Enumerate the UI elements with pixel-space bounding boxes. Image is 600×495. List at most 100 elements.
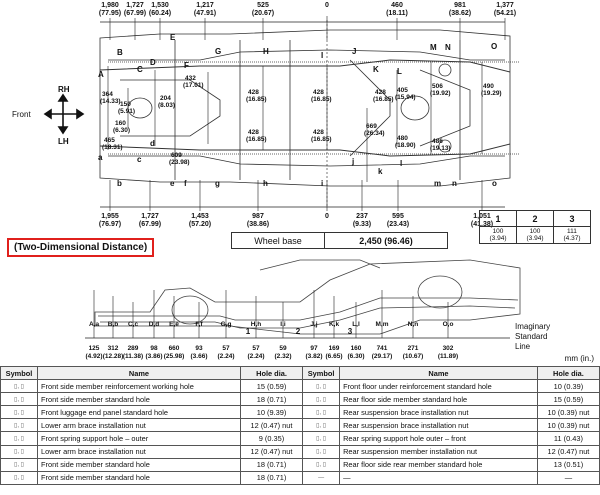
width-dim-value: 428 — [375, 89, 386, 96]
symbol-cell: ▯, ▯ — [0, 470, 38, 485]
name-cell: Rear spring support hole outer – front — [339, 431, 538, 446]
side-height-value: 97 — [310, 345, 318, 352]
bottom-dim-inch: (57.20) — [189, 221, 211, 228]
point-label-upper: H — [263, 47, 269, 56]
symbol-cell: ▯, ▯ — [302, 444, 341, 459]
hole-dia-cell: 15 (0.59) — [239, 379, 304, 394]
name-cell: Lower arm brace installation nut — [37, 418, 241, 433]
underbody-side-view: A,a125(4.92)B,b312(12.28)C,c289(11.38)D,… — [85, 259, 550, 360]
side-marker-label: 3 — [348, 327, 353, 336]
width-dim-value: 432 — [185, 75, 196, 82]
bottom-dim-inch: (23.43) — [387, 221, 409, 228]
point-label-lower: m — [434, 179, 441, 188]
point-label-lower: d — [150, 139, 155, 148]
top-dim-inch: (77.95) — [99, 10, 121, 17]
hole-dia-cell: 9 (0.35) — [239, 431, 304, 446]
side-height-value: 660 — [169, 345, 180, 352]
point-label-lower: g — [215, 179, 220, 188]
name-cell: Front luggage end panel standard hole — [37, 405, 241, 420]
width-dim-value: 204 — [160, 95, 171, 102]
width-dim-inch: (16.85) — [246, 136, 267, 143]
width-dim-inch: (18.90) — [395, 142, 416, 149]
wheel-base-value: 2,450 (96.46) — [359, 235, 413, 246]
width-dim-inch: (26.34) — [364, 130, 385, 137]
symbol-cell: ▯, ▯ — [0, 444, 38, 459]
width-dim-inch: (16.85) — [373, 96, 394, 103]
point-label-lower: h — [263, 179, 268, 188]
top-dim-value: 460 — [391, 2, 403, 9]
side-point-symbol: B,b — [108, 321, 119, 328]
width-dim-value: 486 — [432, 138, 443, 145]
hole-value-2: 100 (3.94) — [516, 226, 554, 244]
side-height-inch: (6.65) — [326, 353, 343, 360]
point-label-lower: o — [492, 179, 497, 188]
col-symbol-2: Symbol — [302, 365, 341, 381]
top-dim-value: 1,980 — [101, 2, 119, 9]
point-label-lower: c — [137, 155, 142, 164]
side-height-inch: (6.30) — [348, 353, 365, 360]
symbol-cell: ▯, ▯ — [302, 457, 341, 472]
width-dim-value: 160 — [115, 120, 126, 127]
point-label-upper: F — [184, 61, 189, 70]
point-label-upper: B — [117, 48, 123, 57]
hole-dia-cell: 11 (0.43) — [536, 431, 600, 446]
side-height-value: 98 — [150, 345, 158, 352]
side-height-inch: (3.82) — [306, 353, 323, 360]
width-dim-value: 405 — [397, 87, 408, 94]
width-dim-value: 669 — [366, 123, 377, 130]
wheel-base-label: Wheel base — [232, 233, 325, 248]
top-dim-inch: (18.11) — [386, 10, 408, 17]
hole-dia-cell: 15 (0.59) — [536, 392, 600, 407]
symbol-cell: ▯, ▯ — [0, 431, 38, 446]
symbol-cell: ▯, ▯ — [302, 379, 341, 394]
hole-dia-cell: 12 (0.47) nut — [239, 418, 304, 433]
side-height-value: 741 — [377, 345, 388, 352]
width-dim-inch: (18.31) — [102, 144, 123, 151]
width-dim-inch: (19.13) — [430, 145, 451, 152]
top-dim-inch: (60.24) — [149, 10, 171, 17]
bottom-dim-value: 0 — [325, 213, 329, 220]
hole-dia-cell: 18 (0.71) — [239, 470, 304, 485]
top-dim-value: 0 — [325, 2, 329, 9]
point-label-lower: l — [400, 159, 402, 168]
top-dim-inch: (38.62) — [449, 10, 471, 17]
imaginary-line-2: Standard — [515, 332, 547, 341]
point-label-upper: G — [215, 47, 221, 56]
name-cell: Front floor under reinforcement standard… — [339, 379, 538, 394]
top-dim-value: 1,530 — [151, 2, 169, 9]
name-cell: Rear floor side member standard hole — [339, 392, 538, 407]
table-row: ▯, ▯Front luggage end panel standard hol… — [0, 405, 600, 420]
point-label-upper: E — [170, 33, 176, 42]
unit-label: mm (in.) — [564, 354, 594, 363]
hole-dia-cell: 18 (0.71) — [239, 392, 304, 407]
width-dim-value: 480 — [397, 135, 408, 142]
side-height-inch: (25.98) — [164, 353, 185, 360]
bottom-dim-inch: (38.86) — [247, 221, 269, 228]
point-label-upper: N — [445, 43, 451, 52]
top-dim-value: 1,727 — [126, 2, 144, 9]
imaginary-line-1: Imaginary — [515, 322, 550, 331]
side-height-inch: (2.32) — [275, 353, 292, 360]
side-height-inch: (2.24) — [248, 353, 265, 360]
width-dim-value: 428 — [313, 129, 324, 136]
bottom-dim-inch: (9.33) — [353, 221, 371, 228]
side-point-symbol: I,i — [280, 321, 286, 328]
name-cell: Rear suspension brace installation nut — [339, 418, 538, 433]
point-label-lower: k — [378, 167, 383, 176]
bottom-dim-inch: (76.97) — [99, 221, 121, 228]
bottom-dim-value: 987 — [252, 213, 264, 220]
name-cell: Rear floor side rear member standard hol… — [339, 457, 538, 472]
width-dim-value: 428 — [313, 89, 324, 96]
width-dim-inch: (19.29) — [481, 90, 502, 97]
side-height-inch: (4.92) — [86, 353, 103, 360]
point-label-lower: j — [351, 157, 354, 166]
point-label-upper: J — [352, 47, 356, 56]
side-point-symbol: F,f — [195, 321, 203, 328]
top-dim-inch: (20.67) — [252, 10, 274, 17]
bottom-dim-value: 1,453 — [191, 213, 209, 220]
top-dim-value: 1,377 — [496, 2, 514, 9]
point-label-upper: C — [137, 65, 143, 74]
